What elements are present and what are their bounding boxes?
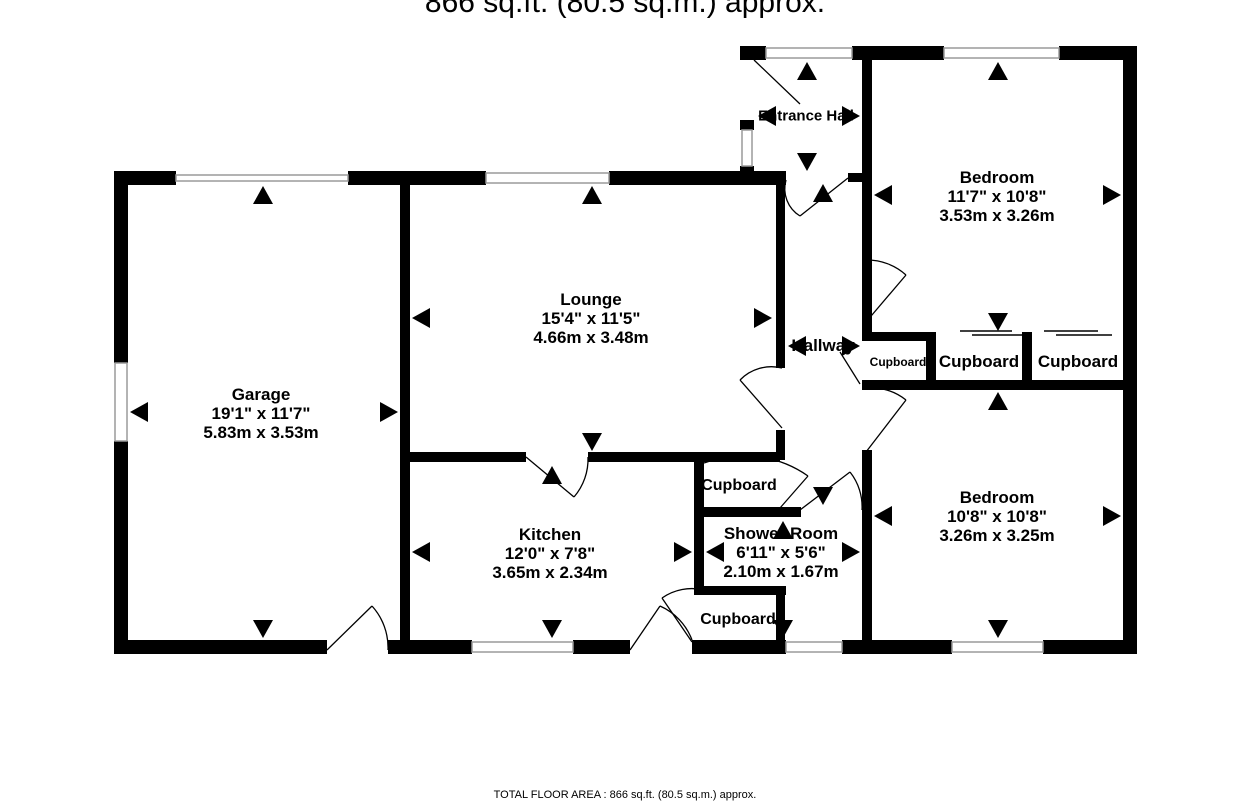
room-dimensions-metric: 4.66m x 3.48m (533, 328, 649, 347)
windows (114, 47, 1060, 653)
room-name: Garage (231, 385, 291, 404)
room-dimensions-metric: 3.53m x 3.26m (939, 206, 1055, 225)
room-name: Bedroom (959, 168, 1035, 187)
lounge-label: Lounge 15'4" x 11'5" 4.66m x 3.48m (533, 290, 648, 347)
cupboard-upper-label: Cupboard (701, 477, 777, 494)
room-dimensions-imperial: 10'8" x 10'8" (947, 507, 1047, 526)
room-dimensions-metric: 3.65m x 2.34m (492, 563, 608, 582)
bedroom-1-label: Bedroom 11'7" x 10'8" 3.53m x 3.26m (939, 168, 1054, 225)
room-name: Shower Room (723, 524, 839, 543)
entrance-hall-label: Entrance Hall (758, 107, 854, 125)
room-name: Kitchen (518, 525, 582, 544)
room-dimensions-imperial: 19'1" x 11'7" (211, 404, 311, 423)
total-area-heading: 866 sq.ft. (80.5 sq.m.) approx. (424, 0, 826, 19)
room-dimensions-imperial: 15'4" x 11'5" (541, 309, 641, 328)
cupboard-doors (960, 330, 1112, 336)
shower-room-label: Shower Room 6'11" x 5'6" 2.10m x 1.67m (723, 524, 838, 581)
dimension-arrows (130, 62, 1121, 638)
room-dimensions-metric: 5.83m x 3.53m (203, 423, 319, 442)
door-swings (326, 59, 907, 651)
hallway-label: Hallway (791, 336, 855, 355)
room-dimensions-imperial: 6'11" x 5'6" (736, 543, 826, 562)
room-dimensions-metric: 3.26m x 3.25m (939, 526, 1055, 545)
room-dimensions-imperial: 12'0" x 7'8" (504, 544, 596, 563)
bedroom-2-label: Bedroom 10'8" x 10'8" 3.26m x 3.25m (939, 488, 1054, 545)
garage-label: Garage 19'1" x 11'7" 5.83m x 3.53m (203, 385, 318, 442)
outer-walls (114, 46, 1137, 654)
room-name: Lounge (560, 290, 622, 309)
cupboard-mid-label: Cupboard (938, 352, 1020, 371)
room-dimensions-metric: 2.10m x 1.67m (723, 562, 839, 581)
total-floor-area-footer: TOTAL FLOOR AREA : 866 sq.ft. (80.5 sq.m… (493, 789, 757, 801)
room-dimensions-imperial: 11'7" x 10'8" (947, 187, 1047, 206)
cupboard-right-label: Cupboard (1037, 352, 1119, 371)
inner-walls (400, 52, 1137, 654)
cupboard-small-label: Cupboard (869, 355, 927, 369)
cupboard-lower-label: Cupboard (700, 611, 776, 628)
room-name: Bedroom (959, 488, 1035, 507)
kitchen-label: Kitchen 12'0" x 7'8" 3.65m x 2.34m (492, 525, 607, 582)
